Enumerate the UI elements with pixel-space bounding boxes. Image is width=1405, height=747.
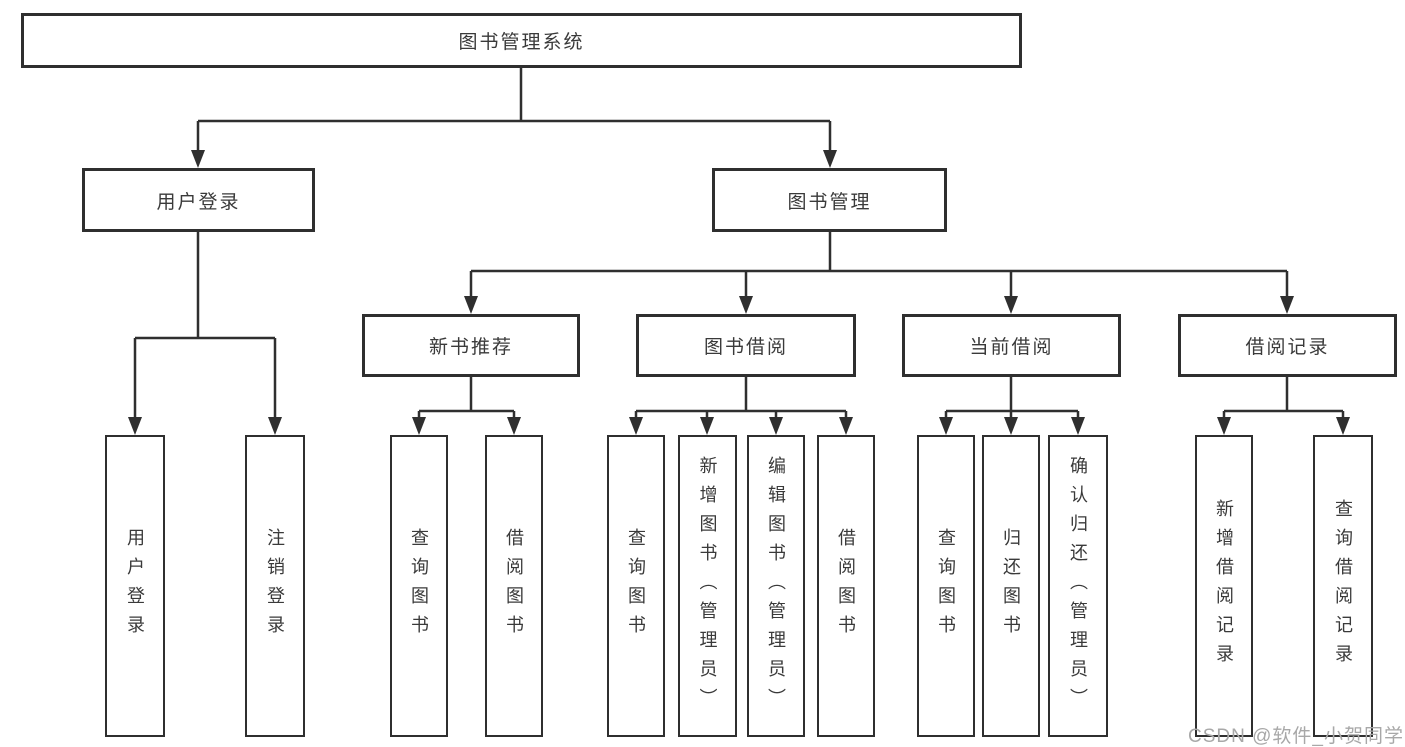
watermark: CSDN @软件_小贺同学 <box>1188 726 1404 747</box>
node-label: 新增借阅记录 <box>1214 499 1234 673</box>
leaf-confirm-return-admin: 确认归还（管理员） <box>1048 435 1108 737</box>
node-label: 编辑图书（管理员） <box>766 455 786 717</box>
node-library-management-system: 图书管理系统 <box>21 13 1022 68</box>
leaf-add-borrow-record: 新增借阅记录 <box>1195 435 1253 737</box>
node-label: 查询借阅记录 <box>1333 499 1353 673</box>
node-label: 查询图书 <box>936 528 956 644</box>
node-label: 图书管理系统 <box>458 32 585 53</box>
leaf-edit-books-admin: 编辑图书（管理员） <box>747 435 805 737</box>
node-label: 查询图书 <box>409 528 429 644</box>
leaf-user-login: 用户登录 <box>105 435 165 737</box>
node-user-login: 用户登录 <box>82 168 315 232</box>
node-label: 新书推荐 <box>428 337 513 358</box>
node-label: 注销登录 <box>265 528 285 644</box>
leaf-query-books-current: 查询图书 <box>917 435 975 737</box>
connector-book-management-branch <box>469 232 1289 298</box>
node-label: 借阅记录 <box>1245 337 1330 358</box>
arrowheads <box>128 150 1350 435</box>
node-borrowing-records: 借阅记录 <box>1178 314 1397 377</box>
node-new-book-recommendation: 新书推荐 <box>362 314 580 377</box>
node-book-management: 图书管理 <box>712 168 947 232</box>
connector-borrow-record-branch <box>1222 377 1345 419</box>
leaf-borrow-books: 借阅图书 <box>817 435 875 737</box>
node-label: 归还图书 <box>1001 528 1021 644</box>
node-label: 用户登录 <box>125 528 145 644</box>
leaf-query-books-borrow: 查询图书 <box>607 435 665 737</box>
connector-book-borrow-branch <box>634 377 848 419</box>
node-label: 借阅图书 <box>836 528 856 644</box>
node-label: 借阅图书 <box>504 528 524 644</box>
leaf-borrow-books-recommend: 借阅图书 <box>485 435 543 737</box>
connector-new-book-branch <box>417 377 516 419</box>
node-label: 用户登录 <box>156 191 241 213</box>
node-label: 当前借阅 <box>969 337 1054 358</box>
node-book-borrowing: 图书借阅 <box>636 314 856 377</box>
connector-root-to-level2 <box>196 68 832 152</box>
connector-user-login-branch <box>133 232 277 419</box>
node-label: 查询图书 <box>626 528 646 644</box>
node-label: 图书借阅 <box>703 337 788 358</box>
connector-current-borrow-branch <box>944 377 1080 419</box>
node-current-borrowing: 当前借阅 <box>902 314 1121 377</box>
node-label: 确认归还（管理员） <box>1068 455 1088 717</box>
leaf-return-books: 归还图书 <box>982 435 1040 737</box>
leaf-logout: 注销登录 <box>245 435 305 737</box>
leaf-query-borrow-record: 查询借阅记录 <box>1313 435 1373 737</box>
node-label: 新增图书（管理员） <box>697 455 718 717</box>
node-label: 图书管理 <box>787 191 872 213</box>
leaf-query-books-recommend: 查询图书 <box>390 435 448 737</box>
leaf-add-books-admin: 新增图书（管理员） <box>678 435 737 737</box>
